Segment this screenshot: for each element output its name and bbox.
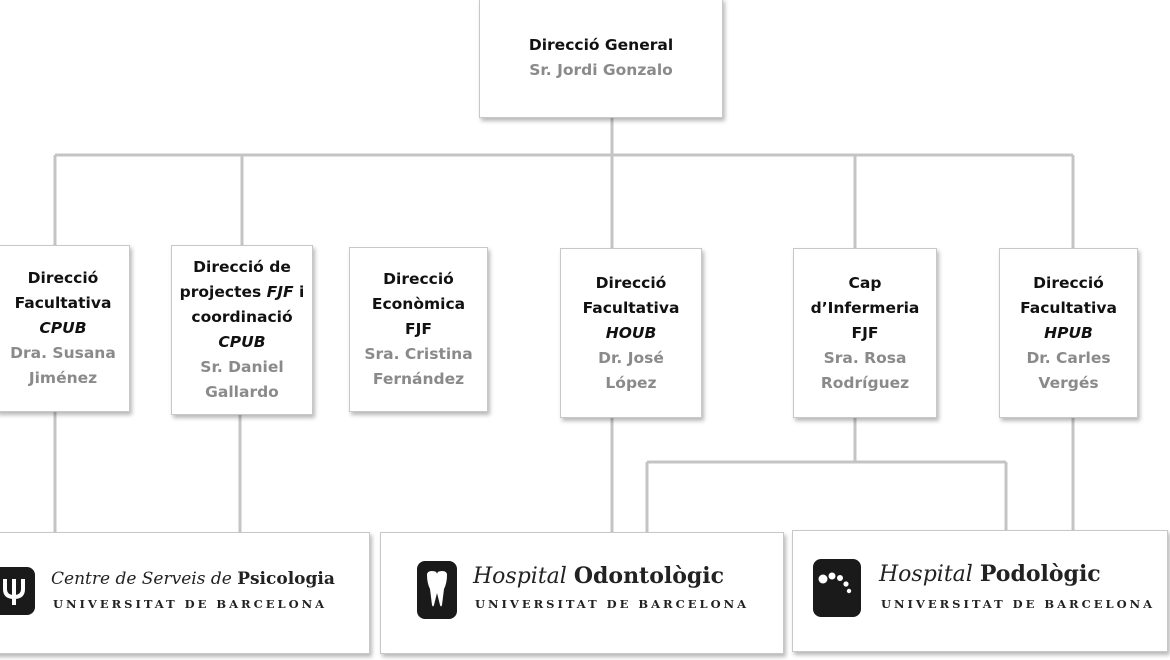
box-title-line: Cap [848,273,882,292]
box-org: FJF [266,283,294,301]
box-title-line: d’Infermeria [810,298,920,317]
box-title-line: coordinació [191,308,293,326]
box-title-line: Direcció de [193,258,291,276]
box-person: Jiménez [28,369,98,387]
logo-title-italic: Centre de Serveis de [51,569,232,589]
root-box: Direcció General Sr. Jordi Gonzalo [479,0,723,118]
box-title-line: Facultativa [1020,298,1117,317]
box-person: Sra. Cristina [364,345,473,363]
root-title: Direcció General [528,36,674,54]
box-person: Fernández [372,370,465,388]
box-title-line: Direcció [383,270,454,288]
box-person: Dra. Susana [10,344,116,362]
psi-icon [0,567,35,615]
box-person: Rodríguez [820,373,910,392]
box-org: HPUB [1044,323,1093,342]
box-title-line: Direcció [1033,273,1104,292]
box-person: Sra. Rosa [823,348,907,367]
root-person: Sr. Jordi Gonzalo [529,61,673,79]
box-person: Dr. José [598,348,664,367]
box-person: Vergés [1038,373,1099,392]
box-person: Gallardo [205,383,279,401]
footprint-icon [813,559,861,617]
box-org: CPUB [218,333,266,351]
logo-title-italic: Hospital [879,562,973,587]
logo-box-odontologic: Hospital Odontològic UNIVERSITAT DE BARC… [380,532,784,654]
box-cpub-facultativa: Direcció Facultativa CPUB Dra. Susana Ji… [0,245,130,412]
box-org: FJF [405,320,432,338]
box-hpub-facultativa: Direcció Facultativa HPUB Dr. Carles Ver… [999,248,1138,418]
box-title-line: projectes FJF i [179,283,305,301]
box-title-line: Facultativa [14,294,112,312]
logo-box-podologic: Hospital Podològic UNIVERSITAT DE BARCEL… [792,530,1168,652]
logo-title-bold: Podològic [979,561,1101,587]
logo-title-italic: Hospital [473,564,567,589]
box-org: HOUB [605,323,657,342]
box-houb-facultativa: Direcció Facultativa HOUB Dr. José López [560,248,702,418]
logo-box-psicologia: Centre de Serveis de Psicologia UNIVERSI… [0,532,370,654]
box-person: Dr. Carles [1026,348,1111,367]
box-person: López [605,373,657,392]
tooth-icon [417,561,457,619]
logo-title-bold: Odontològic [573,563,725,589]
box-fjf-infermeria: Cap d’Infermeria FJF Sra. Rosa Rodríguez [793,248,937,418]
box-fjf-projectes: Direcció de projectes FJF i coordinació … [171,245,313,415]
logo-subtitle: UNIVERSITAT DE BARCELONA [881,597,1156,611]
logo-subtitle: UNIVERSITAT DE BARCELONA [53,597,328,611]
logo-title-bold: Psicologia [237,569,335,589]
box-org: CPUB [39,319,87,337]
box-fjf-economica: Direcció Econòmica FJF Sra. Cristina Fer… [349,247,488,412]
box-title-line: Direcció [27,269,99,287]
box-org: FJF [851,323,879,342]
box-title-line: Direcció [595,273,667,292]
box-person: Sr. Daniel [200,358,284,376]
box-title-line: Econòmica [371,295,466,313]
logo-subtitle: UNIVERSITAT DE BARCELONA [475,597,750,611]
box-title-line: Facultativa [582,298,680,317]
